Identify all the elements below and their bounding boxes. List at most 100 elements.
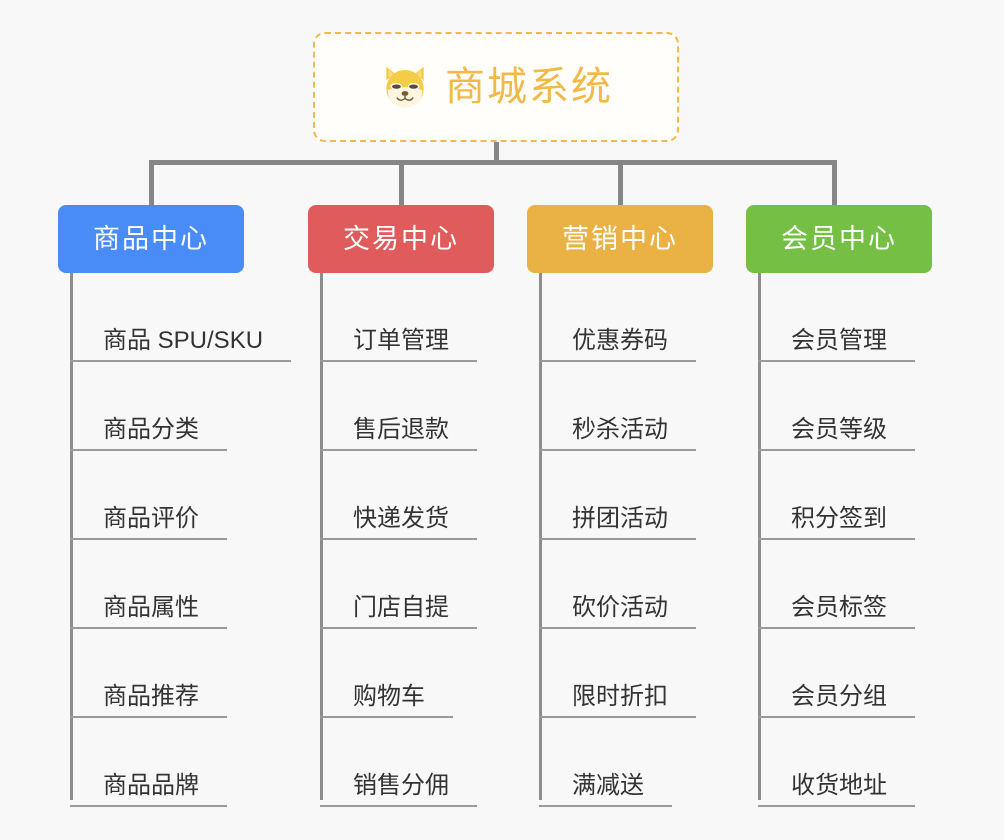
leaf-underline: 商品属性 (70, 596, 227, 629)
leaf-item[interactable]: 商品 SPU/SKU (58, 273, 292, 362)
category-header-4[interactable]: 会员中心 (746, 205, 932, 273)
leaf-label: 砍价活动 (572, 594, 668, 621)
leaf-item[interactable]: 商品推荐 (58, 629, 244, 718)
leaf-underline: 商品 SPU/SKU (70, 327, 292, 362)
leaf-label: 秒杀活动 (572, 416, 668, 443)
leaf-item[interactable]: 门店自提 (308, 540, 494, 629)
leaf-item[interactable]: 拼团活动 (527, 451, 713, 540)
leaf-label: 拼团活动 (572, 505, 668, 532)
shiba-dog-face-icon (386, 66, 424, 111)
leaf-label: 订单管理 (353, 327, 449, 354)
category-header-label: 营销中心 (562, 223, 678, 254)
leaf-label: 商品分类 (103, 416, 199, 443)
leaf-item[interactable]: 会员分组 (746, 629, 932, 718)
category-header-label: 会员中心 (781, 223, 897, 254)
leaf-underline: 会员分组 (758, 685, 915, 718)
leaf-label: 商品推荐 (103, 683, 199, 710)
leaf-underline: 会员标签 (758, 596, 915, 629)
leaf-underline: 售后退款 (320, 418, 477, 451)
leaf-label: 收货地址 (791, 772, 887, 799)
leaf-label: 满减送 (572, 772, 644, 799)
leaf-list-4: 会员管理会员等级积分签到会员标签会员分组收货地址 (746, 273, 932, 807)
leaf-item[interactable]: 会员标签 (746, 540, 932, 629)
root-node[interactable]: 商城系统 (313, 32, 679, 142)
leaf-item[interactable]: 收货地址 (746, 718, 932, 807)
connector-drop-3 (618, 160, 623, 208)
leaf-item[interactable]: 售后退款 (308, 362, 494, 451)
leaf-label: 会员等级 (791, 416, 887, 443)
leaf-underline: 销售分佣 (320, 774, 477, 807)
category-header-1[interactable]: 商品中心 (58, 205, 244, 273)
leaf-item[interactable]: 订单管理 (308, 273, 494, 362)
leaf-underline: 商品品牌 (70, 774, 227, 807)
leaf-item[interactable]: 购物车 (308, 629, 494, 718)
connector-root-stem (494, 142, 499, 163)
leaf-underline: 满减送 (539, 774, 672, 807)
leaf-item[interactable]: 积分签到 (746, 451, 932, 540)
leaf-list-3: 优惠券码秒杀活动拼团活动砍价活动限时折扣满减送 (527, 273, 713, 807)
leaf-underline: 秒杀活动 (539, 418, 696, 451)
connector-drop-4 (832, 160, 837, 208)
leaf-list-1: 商品 SPU/SKU 商品分类商品评价商品属性商品推荐商品品牌 (58, 273, 292, 807)
category-header-label: 交易中心 (343, 223, 459, 254)
leaf-label: 商品评价 (103, 505, 199, 532)
leaf-item[interactable]: 砍价活动 (527, 540, 713, 629)
branch-spine-1 (70, 273, 73, 800)
category-header-label: 商品中心 (93, 223, 209, 254)
leaf-underline: 门店自提 (320, 596, 477, 629)
leaf-label: 优惠券码 (572, 327, 668, 354)
leaf-item[interactable]: 商品评价 (58, 451, 244, 540)
root-title: 商城系统 (445, 65, 613, 109)
leaf-item[interactable]: 商品属性 (58, 540, 244, 629)
leaf-underline: 优惠券码 (539, 329, 696, 362)
leaf-label: 会员标签 (791, 594, 887, 621)
leaf-label: 商品属性 (103, 594, 199, 621)
branch-spine-4 (758, 273, 761, 800)
leaf-underline: 限时折扣 (539, 685, 696, 718)
leaf-underline: 商品评价 (70, 507, 227, 540)
branch-column-1: 商品中心商品 SPU/SKU 商品分类商品评价商品属性商品推荐商品品牌 (58, 205, 292, 807)
leaf-label: 积分签到 (791, 505, 887, 532)
leaf-label: 商品 SPU/SKU (103, 327, 264, 354)
leaf-label: 售后退款 (353, 416, 449, 443)
branch-column-4: 会员中心会员管理会员等级积分签到会员标签会员分组收货地址 (746, 205, 932, 807)
leaf-item[interactable]: 会员管理 (746, 273, 932, 362)
leaf-item[interactable]: 优惠券码 (527, 273, 713, 362)
branch-spine-3 (539, 273, 542, 800)
leaf-label: 会员分组 (791, 683, 887, 710)
leaf-underline: 订单管理 (320, 329, 477, 362)
leaf-underline: 会员等级 (758, 418, 915, 451)
leaf-underline: 商品推荐 (70, 685, 227, 718)
leaf-label: 商品品牌 (103, 772, 199, 799)
leaf-item[interactable]: 限时折扣 (527, 629, 713, 718)
connector-drop-2 (399, 160, 404, 208)
branch-column-2: 交易中心订单管理售后退款快递发货门店自提购物车销售分佣 (308, 205, 494, 807)
branch-column-3: 营销中心优惠券码秒杀活动拼团活动砍价活动限时折扣满减送 (527, 205, 713, 807)
leaf-underline: 积分签到 (758, 507, 915, 540)
branch-spine-2 (320, 273, 323, 800)
category-header-2[interactable]: 交易中心 (308, 205, 494, 273)
leaf-item[interactable]: 销售分佣 (308, 718, 494, 807)
category-header-3[interactable]: 营销中心 (527, 205, 713, 273)
leaf-underline: 拼团活动 (539, 507, 696, 540)
leaf-list-2: 订单管理售后退款快递发货门店自提购物车销售分佣 (308, 273, 494, 807)
leaf-item[interactable]: 商品品牌 (58, 718, 244, 807)
connector-drop-1 (149, 160, 154, 208)
leaf-label: 门店自提 (353, 594, 449, 621)
connector-horizontal-bus (149, 160, 837, 165)
leaf-item[interactable]: 快递发货 (308, 451, 494, 540)
leaf-item[interactable]: 秒杀活动 (527, 362, 713, 451)
leaf-underline: 快递发货 (320, 507, 477, 540)
leaf-label: 会员管理 (791, 327, 887, 354)
leaf-item[interactable]: 满减送 (527, 718, 713, 807)
leaf-label: 限时折扣 (572, 683, 668, 710)
leaf-label: 销售分佣 (353, 772, 449, 799)
leaf-item[interactable]: 商品分类 (58, 362, 244, 451)
leaf-label: 购物车 (353, 683, 425, 710)
leaf-item[interactable]: 会员等级 (746, 362, 932, 451)
leaf-underline: 会员管理 (758, 329, 915, 362)
leaf-underline: 砍价活动 (539, 596, 696, 629)
leaf-underline: 商品分类 (70, 418, 227, 451)
leaf-underline: 收货地址 (758, 774, 915, 807)
